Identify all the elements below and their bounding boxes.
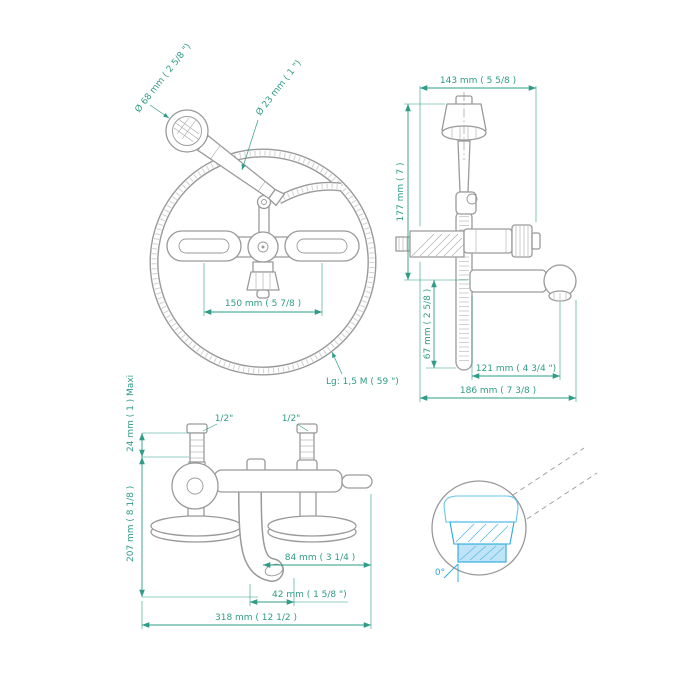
dim-42: 42 mm ( 1 5/8 ") — [249, 578, 348, 606]
dim-24: 24 mm ( 1 ) Maxi — [126, 375, 189, 458]
inlet-pipe-left — [186, 423, 208, 464]
side-view: 143 mm ( 5 5/8 ) 177 mm ( 7 ) 67 mm ( 2 … — [395, 76, 577, 402]
detail-nut — [449, 521, 515, 545]
angle-label: 0° — [435, 568, 445, 578]
detail-leader-dashes — [512, 447, 598, 520]
dim-150: 150 mm ( 5 7/8 ) — [203, 263, 323, 316]
holder-rod — [341, 474, 373, 489]
body-tube — [213, 469, 343, 493]
hose-length-text: Lg: 1,5 M ( 59 ") — [326, 377, 399, 387]
side-knob — [511, 224, 533, 258]
dim-150-label: 150 mm ( 5 7/8 ) — [225, 299, 301, 309]
hose-loop — [149, 148, 377, 376]
stem-right — [299, 491, 317, 519]
inlet-left-text: 1/2" — [215, 414, 234, 424]
dim-67: 67 mm ( 2 5/8 ) — [423, 280, 456, 369]
side-spray-hatch — [451, 127, 477, 140]
dim-121-label: 121 mm ( 4 3/4 ") — [476, 364, 556, 374]
escutcheon-plate-left — [150, 515, 242, 543]
inlet-right-text: 1/2" — [282, 414, 301, 424]
knob-left — [171, 462, 219, 510]
side-body-section — [395, 224, 541, 258]
label-inlet-left: 1/2" — [202, 414, 234, 432]
side-shower-head — [441, 95, 487, 215]
label-inlet-right: 1/2" — [282, 414, 309, 432]
inlet-pipe-right — [296, 423, 318, 464]
side-cartridge — [463, 228, 513, 254]
detail-view: 0° — [431, 447, 598, 582]
dim-143: 143 mm ( 5 5/8 ) — [419, 76, 537, 226]
spray-face-pattern — [173, 117, 200, 142]
label-hose-length: Lg: 1,5 M ( 59 ") — [326, 351, 399, 387]
section-hatch — [411, 233, 464, 257]
dim-42-label: 42 mm ( 1 5/8 ") — [272, 590, 347, 600]
dim-186: 186 mm ( 7 3/8 ) — [419, 262, 577, 402]
side-bracket — [455, 191, 477, 215]
dim-207: 207 mm ( 8 1/8 ) — [126, 457, 258, 598]
handshower — [165, 109, 285, 207]
side-spout — [469, 264, 577, 302]
dim-186-label: 186 mm ( 7 3/8 ) — [460, 386, 536, 396]
detail-spout-end — [443, 495, 519, 523]
front-view-dimensions: 1/2" 1/2" 24 mm ( 1 ) Maxi 207 mm ( 8 1/… — [126, 375, 373, 629]
dim-143-label: 143 mm ( 5 5/8 ) — [440, 76, 516, 86]
escutcheon-plate-right — [267, 515, 357, 543]
right-escutcheon — [284, 230, 360, 262]
diverter — [246, 261, 280, 299]
dim-207-label: 207 mm ( 8 1/8 ) — [126, 486, 136, 562]
hose-nut — [268, 188, 285, 207]
dim-24-label: 24 mm ( 1 ) Maxi — [126, 375, 136, 452]
dim-121: 121 mm ( 4 3/4 ") — [471, 296, 561, 380]
angle-annotation: 0° — [435, 563, 459, 582]
dim-177-label: 177 mm ( 7 ) — [396, 163, 406, 222]
dim-84-label: 84 mm ( 3 1/4 ) — [285, 553, 356, 563]
mixer-body-bottom — [171, 458, 373, 510]
mixer-body-front — [166, 230, 360, 299]
dim-318: 318 mm ( 12 1/2 ) — [141, 601, 371, 629]
detail-aerator — [457, 543, 507, 563]
dim-318-label: 318 mm ( 12 1/2 ) — [215, 613, 297, 623]
left-escutcheon — [166, 230, 242, 262]
dim-67-label: 67 mm ( 2 5/8 ) — [423, 289, 433, 360]
dim-84: 84 mm ( 3 1/4 ) — [263, 494, 372, 629]
